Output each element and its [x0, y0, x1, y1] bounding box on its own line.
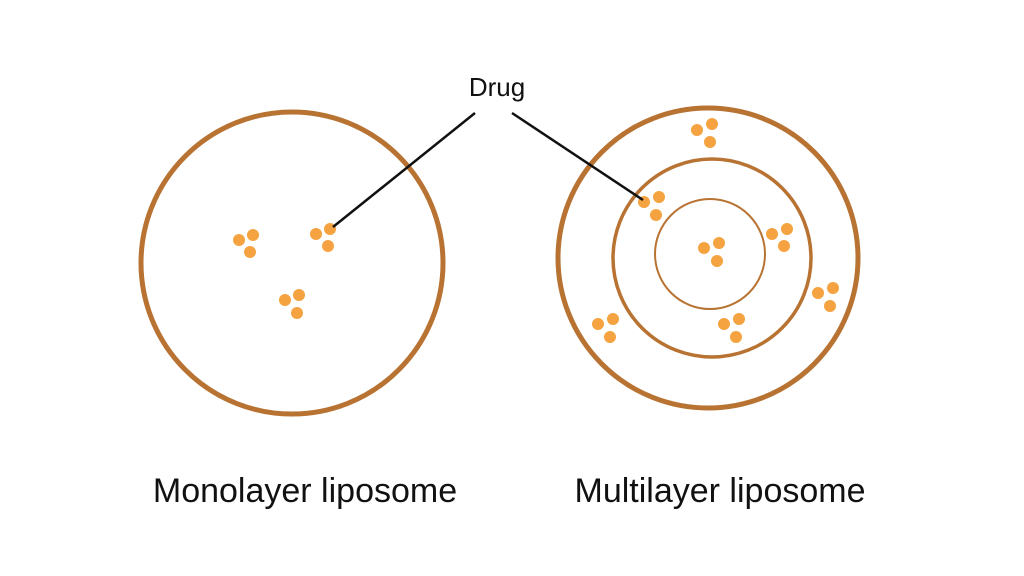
drug-cluster	[691, 118, 718, 148]
monolayer-membrane	[138, 109, 446, 417]
drug-cluster	[592, 313, 619, 343]
drug-pointer-line-right	[511, 111, 644, 202]
multilayer-outer-membrane	[555, 105, 861, 411]
monolayer-caption: Monolayer liposome	[152, 472, 458, 510]
drug-pointer-line-left	[332, 112, 476, 228]
drug-cluster	[698, 237, 725, 267]
drug-cluster	[279, 289, 305, 319]
drug-cluster	[766, 223, 793, 252]
drug-label: Drug	[469, 72, 525, 102]
multilayer-caption: Multilayer liposome	[574, 472, 866, 510]
multilayer-middle-membrane	[611, 157, 813, 359]
multilayer-liposome	[555, 105, 861, 411]
drug-cluster	[718, 313, 745, 343]
multilayer-inner-membrane	[654, 198, 766, 310]
monolayer-liposome	[138, 109, 446, 417]
drug-cluster	[812, 282, 839, 312]
drug-cluster	[310, 223, 336, 252]
drug-cluster	[233, 229, 259, 258]
drug-cluster	[638, 191, 665, 221]
